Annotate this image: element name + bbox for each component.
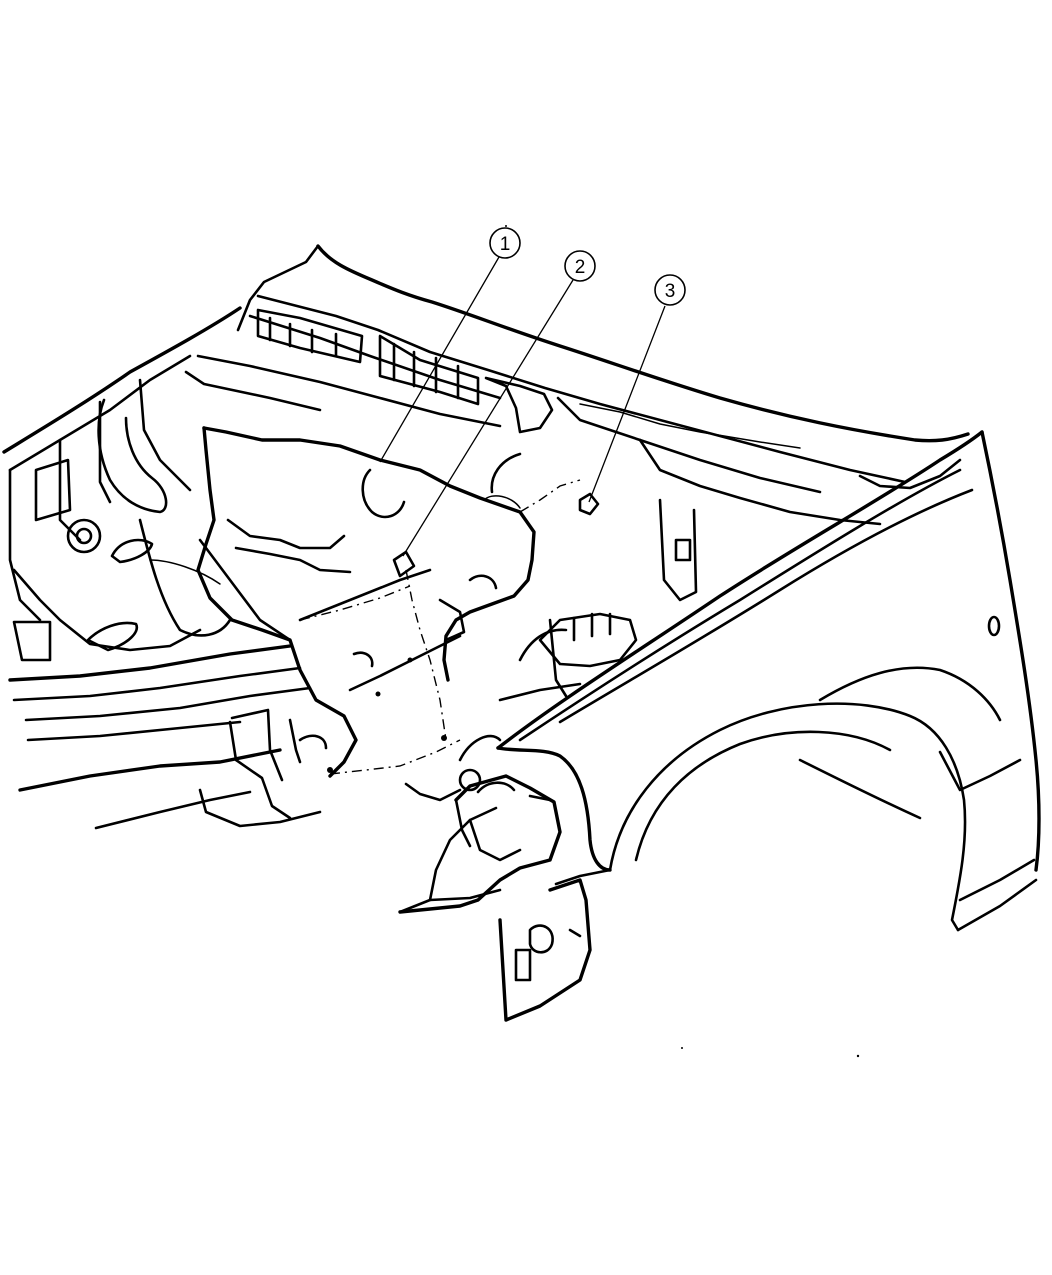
callout-2: 2: [564, 250, 596, 282]
washer-hose: [196, 426, 536, 778]
cowl-panel: [184, 244, 970, 526]
dash-panel: [298, 452, 638, 802]
callout-group: 1 2 3: [379, 227, 686, 557]
callout-1: 1: [489, 227, 521, 259]
leader-line-1: [379, 256, 500, 463]
print-specks: [505, 225, 860, 1058]
front-bracket: [398, 768, 592, 1022]
callout-1-number: 1: [500, 234, 511, 255]
callout-2-number: 2: [575, 257, 586, 278]
front-fender: [496, 430, 1041, 932]
leader-line-3: [588, 305, 666, 503]
a-pillar: [658, 498, 698, 602]
frame-rail: [8, 644, 322, 830]
callout-3-number: 3: [665, 281, 676, 302]
left-inner-fender: [2, 306, 292, 662]
leader-line-2: [402, 279, 574, 557]
callout-3: 3: [654, 274, 686, 306]
